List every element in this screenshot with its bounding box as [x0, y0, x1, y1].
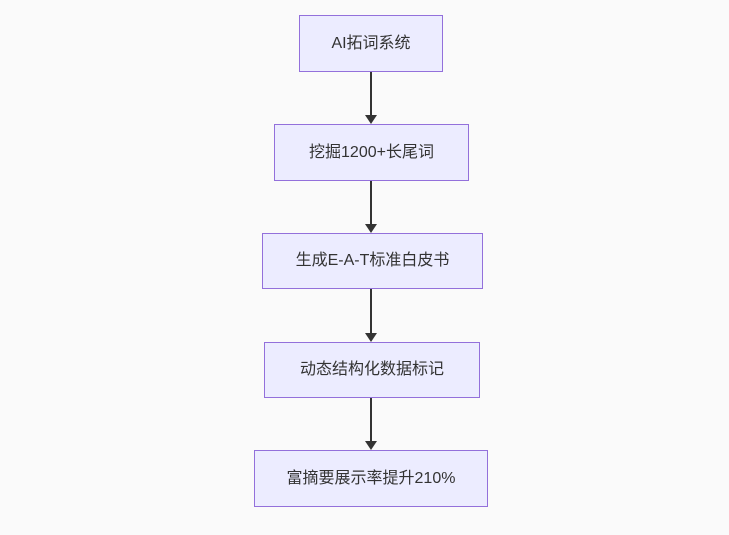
flow-node-structured-data-markup: 动态结构化数据标记 — [264, 342, 480, 398]
arrowhead-down-icon — [365, 224, 377, 233]
flow-node-longtail-mining: 挖掘1200+长尾词 — [274, 124, 469, 181]
arrowhead-down-icon — [365, 441, 377, 450]
arrow-line — [370, 72, 372, 115]
arrowhead-down-icon — [365, 115, 377, 124]
node-label: 挖掘1200+长尾词 — [309, 143, 434, 161]
flow-node-rich-snippet-rate: 富摘要展示率提升210% — [254, 450, 488, 507]
arrowhead-down-icon — [365, 333, 377, 342]
flow-arrow-2 — [365, 181, 377, 233]
arrow-line — [370, 398, 372, 441]
node-label: 动态结构化数据标记 — [299, 361, 444, 379]
node-label: 生成E-A-T标准白皮书 — [295, 252, 450, 270]
arrow-line — [370, 181, 372, 224]
flow-arrow-1 — [365, 72, 377, 124]
flow-arrow-4 — [365, 398, 377, 450]
arrow-line — [370, 289, 372, 333]
flow-node-ai-word-system: AI拓词系统 — [299, 15, 443, 72]
node-label: 富摘要展示率提升210% — [286, 469, 456, 487]
flow-arrow-3 — [365, 289, 377, 342]
node-label: AI拓词系统 — [331, 34, 411, 52]
flow-node-eat-whitepaper: 生成E-A-T标准白皮书 — [262, 233, 483, 289]
